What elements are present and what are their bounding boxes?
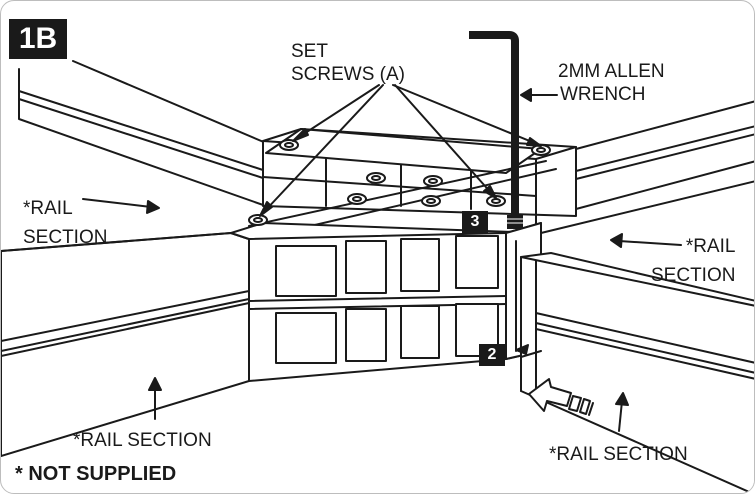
rail-left-line1: *RAIL bbox=[23, 198, 73, 219]
allen-wrench bbox=[469, 31, 524, 229]
rail-right-line2: SECTION bbox=[651, 265, 736, 286]
rail-bottom-right-label: *RAIL SECTION bbox=[549, 444, 688, 465]
rail-front-left bbox=[1, 232, 250, 457]
step-badge-2: 2 bbox=[479, 344, 505, 366]
step-badge-3: 3 bbox=[462, 211, 488, 233]
rail-front-right bbox=[520, 252, 754, 493]
rail-bottom-left-label: *RAIL SECTION bbox=[73, 430, 212, 451]
rail-right-label: *RAIL SECTION bbox=[651, 235, 735, 287]
figure-badge: 1B bbox=[9, 19, 67, 59]
connector-block bbox=[230, 128, 577, 382]
allen-wrench-line2: WRENCH bbox=[560, 84, 646, 105]
rail-right-line1: *RAIL bbox=[685, 236, 736, 257]
set-screws-line2: SCREWS (A) bbox=[291, 64, 405, 85]
allen-wrench-label: 2MM ALLEN WRENCH bbox=[558, 60, 665, 106]
rail-back-left bbox=[18, 60, 267, 207]
rail-left-line2: SECTION bbox=[23, 227, 108, 248]
push-arrow-icon bbox=[528, 378, 594, 416]
set-screws-line1: SET bbox=[291, 41, 328, 62]
leader-lines bbox=[82, 84, 682, 432]
set-screws bbox=[248, 139, 551, 226]
set-screws-label: SET SCREWS (A) bbox=[291, 40, 405, 86]
footnote-not-supplied: * NOT SUPPLIED bbox=[15, 463, 177, 485]
allen-wrench-line1: 2MM ALLEN bbox=[558, 61, 665, 82]
rail-left-label: *RAIL SECTION bbox=[23, 197, 107, 249]
